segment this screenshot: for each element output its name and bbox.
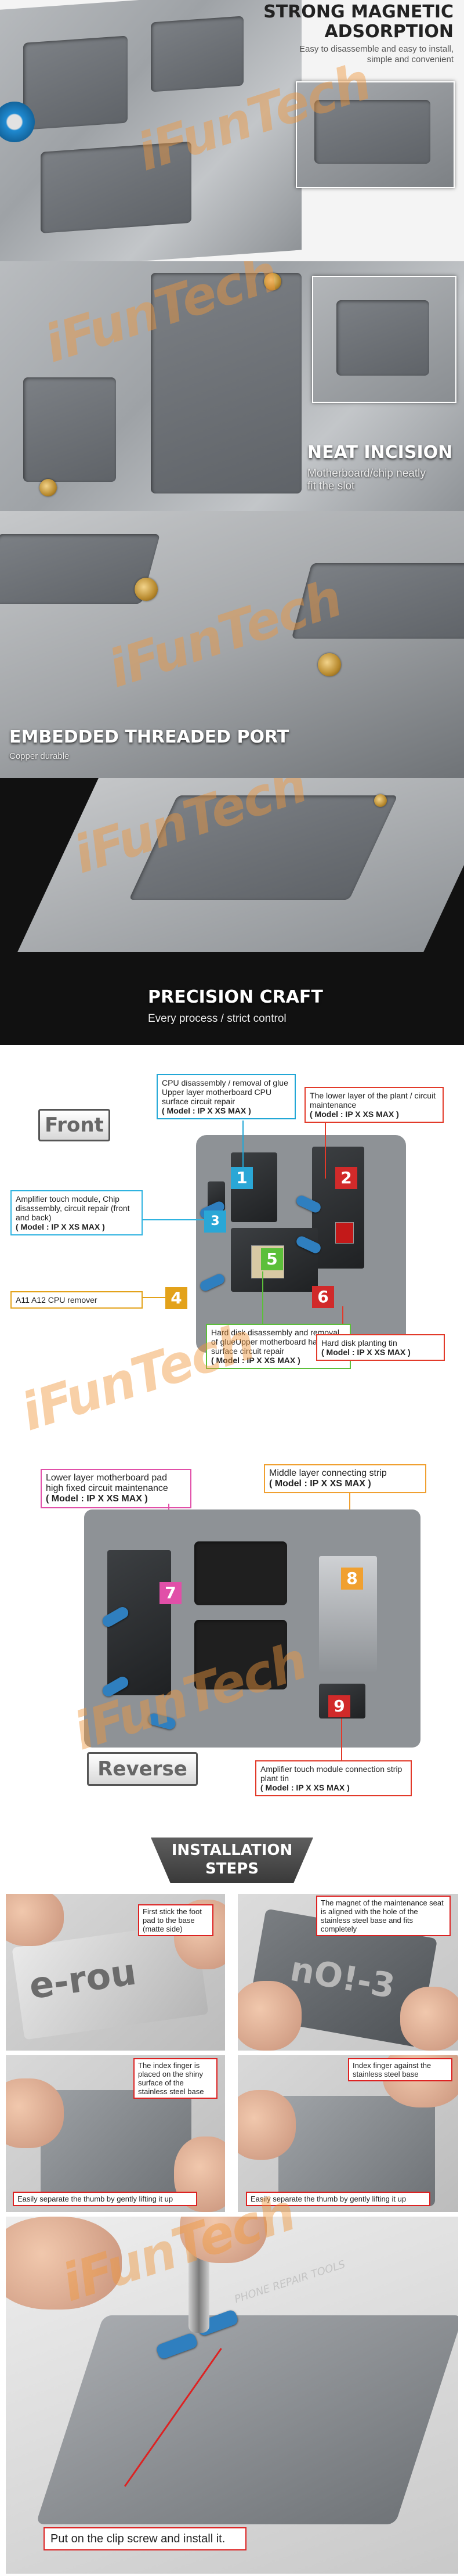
leader-line	[242, 1121, 244, 1167]
hand	[400, 1987, 458, 2051]
step-2-note: The magnet of the maintenance seat is al…	[316, 1896, 451, 1936]
reverse-label: Reverse	[87, 1752, 198, 1786]
magnet-detail-inset	[296, 81, 455, 188]
brass-threaded-port-icon	[135, 578, 158, 601]
callout-amplifier-strip: Amplifier touch module connection strip …	[255, 1760, 412, 1796]
magnetic-title: STRONG MAGNETIC ADSORPTION	[263, 2, 454, 42]
leader-line	[262, 1271, 263, 1335]
installation-section: INSTALLATION STEPS e-rou First stick the…	[0, 1835, 464, 2576]
clip-icon	[198, 1272, 226, 1293]
step-5-note: Easily separate the thumb by gently lift…	[13, 2192, 197, 2206]
leader-line	[341, 1718, 342, 1762]
hand	[238, 2090, 296, 2160]
magnetic-section: STRONG MAGNETIC ADSORPTION Easy to disas…	[0, 0, 464, 261]
marker-3: 3	[204, 1210, 226, 1233]
hand	[238, 1981, 302, 2051]
clip-icon	[147, 1712, 177, 1731]
maintenance-seat	[35, 2315, 458, 2524]
precision-title: PRECISION CRAFT	[148, 987, 323, 1007]
callout-lower-layer-pad: Lower layer motherboard pad high fixed c…	[41, 1469, 191, 1508]
brass-insert-icon	[264, 273, 281, 290]
marker-9: 9	[328, 1695, 350, 1717]
step-photo-5	[6, 2217, 458, 2574]
threaded-section: EMBEDDED THREADED PORT Copper durable iF…	[0, 511, 464, 778]
leader-line	[325, 1100, 326, 1179]
callout-cpu-disassembly: CPU disassembly / removal of glue Upper …	[157, 1074, 296, 1119]
magnetic-subtitle: Easy to disassemble and easy to install,…	[299, 44, 454, 64]
brass-insert-icon	[39, 479, 57, 496]
fixture-photo	[0, 0, 302, 261]
incision-section: NEAT INCISION Motherboard/chip neatly fi…	[0, 261, 464, 511]
step-1-note: First stick the foot pad to the base (ma…	[138, 1904, 213, 1936]
leader-line	[139, 1219, 204, 1220]
brass-threaded-port-icon	[318, 653, 341, 676]
marker-1: 1	[231, 1167, 253, 1189]
marker-2: 2	[335, 1167, 357, 1189]
incision-subtitle: Motherboard/chip neatly fit the slot	[307, 467, 426, 492]
opening	[194, 1620, 287, 1689]
front-section: Front 1 2 3 4 5 6 CPU disassembly / remo…	[0, 1045, 464, 1457]
threaded-subtitle: Copper durable	[9, 751, 70, 761]
marker-4: 4	[165, 1287, 187, 1309]
step-3-note: The index finger is placed on the shiny …	[133, 2058, 217, 2099]
marker-8: 8	[341, 1568, 363, 1590]
reverse-section: Lower layer motherboard pad high fixed c…	[0, 1457, 464, 1835]
reverse-fixture	[84, 1509, 420, 1748]
blue-clamp-icon	[0, 102, 35, 142]
maintenance-seat	[41, 2090, 191, 2206]
callout-planting-tin: Hard disk planting tin( Model : IP X XS …	[316, 1334, 445, 1361]
installation-banner: INSTALLATION STEPS	[151, 1838, 313, 1883]
threaded-photo	[0, 511, 464, 778]
incision-title: NEAT INCISION	[307, 442, 453, 463]
opening	[194, 1541, 287, 1605]
lower-board	[107, 1550, 171, 1695]
installation-title-line2: STEPS	[205, 1860, 259, 1878]
callout-connecting-strip: Middle layer connecting strip( Model : I…	[264, 1464, 426, 1493]
precision-section: PRECISION CRAFT Every process / strict c…	[0, 778, 464, 1045]
precision-subtitle: Every process / strict control	[148, 1013, 287, 1025]
step-photo-4	[238, 2055, 458, 2212]
step-7-note: Put on the clip screw and install it.	[44, 2527, 246, 2550]
callout-lower-layer: The lower layer of the plant / circuit m…	[304, 1087, 444, 1123]
brass-insert-icon	[374, 794, 387, 807]
callout-cpu-remover: A11 A12 CPU remover	[10, 1291, 143, 1309]
installation-title-line1: INSTALLATION	[171, 1842, 293, 1859]
hand	[6, 2078, 64, 2148]
threaded-title: EMBEDDED THREADED PORT	[9, 727, 289, 747]
front-fixture	[196, 1135, 406, 1353]
maintenance-seat	[278, 2096, 435, 2206]
callout-amplifier: Amplifier touch module, Chip disassembly…	[10, 1190, 143, 1235]
front-label: Front	[38, 1109, 110, 1141]
hand	[6, 1894, 64, 1946]
chip	[335, 1222, 354, 1244]
marker-7: 7	[160, 1582, 182, 1604]
incision-detail-inset	[312, 276, 456, 403]
hand	[6, 2217, 122, 2310]
precision-photo	[17, 778, 464, 952]
marker-6: 6	[312, 1286, 334, 1308]
step-6-note: Easily separate the thumb by gently lift…	[246, 2192, 430, 2206]
hand	[180, 2217, 267, 2263]
step-4-note: Index finger against the stainless steel…	[348, 2058, 452, 2081]
leader-line	[142, 1297, 165, 1298]
marker-5: 5	[261, 1248, 283, 1270]
